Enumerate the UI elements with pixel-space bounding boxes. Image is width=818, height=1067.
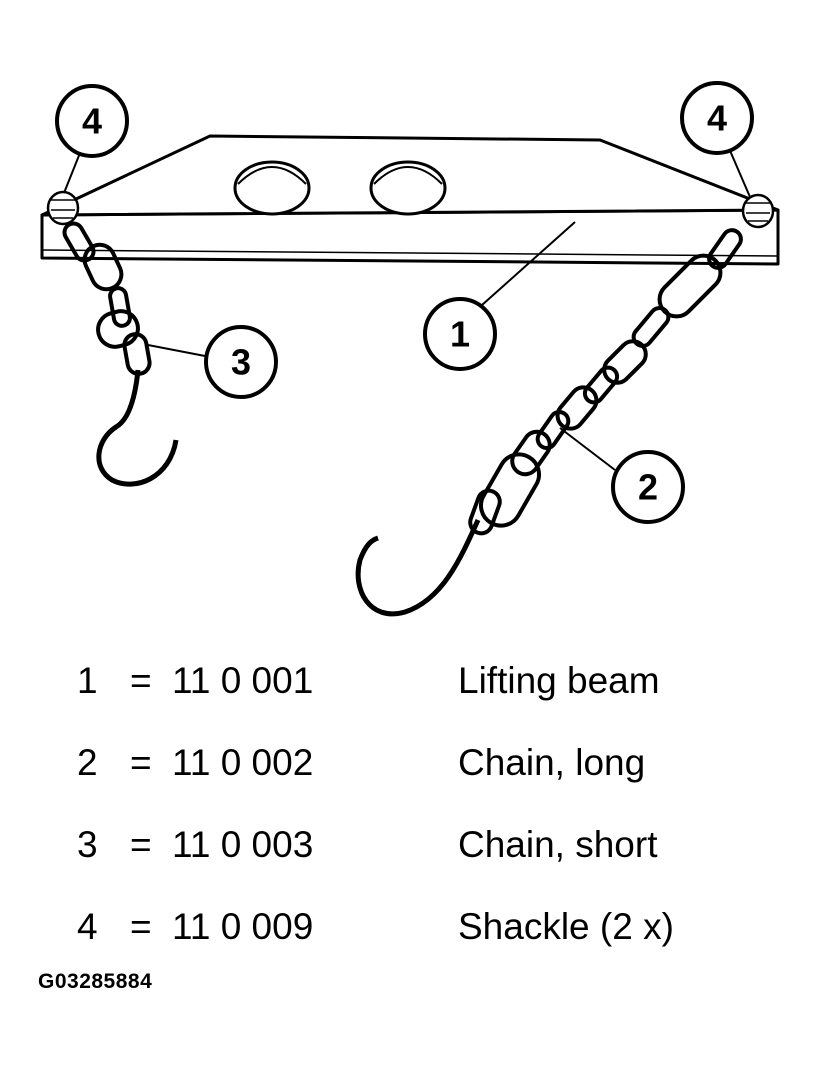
beam-hole-left xyxy=(233,160,311,216)
legend-description: Lifting beam xyxy=(458,660,660,701)
shackle-left xyxy=(46,190,80,226)
legend-equals: = xyxy=(130,824,152,865)
legend-description: Chain, short xyxy=(458,824,658,865)
beam-bottom-face xyxy=(40,208,780,266)
legend-part-number: 11 0 009 xyxy=(172,906,314,947)
legend-description: Shackle (2 x) xyxy=(458,906,674,947)
chain-short xyxy=(62,221,179,487)
legend-equals: = xyxy=(130,906,152,947)
legend-part-number: 11 0 003 xyxy=(172,824,314,865)
chain-long xyxy=(355,228,743,617)
beam-hole-right xyxy=(369,160,447,216)
legend-number: 4 xyxy=(77,906,98,947)
legend-number: 2 xyxy=(77,742,98,783)
leader-line-2 xyxy=(559,427,616,471)
legend-row: 4 = 11 0 009 Shackle (2 x) xyxy=(0,902,818,952)
shackle-right xyxy=(741,193,775,229)
callout-1: 1 xyxy=(423,297,497,371)
leader-lines xyxy=(63,145,751,471)
lifting-beam xyxy=(40,134,780,266)
legend-row: 3 = 11 0 003 Chain, short xyxy=(0,820,818,870)
legend-row: 2 = 11 0 002 Chain, long xyxy=(0,738,818,788)
legend-part-number: 11 0 001 xyxy=(172,660,314,701)
legend-row: 1 = 11 0 001 Lifting beam xyxy=(0,656,818,706)
leader-line-4-right xyxy=(727,145,751,198)
legend-equals: = xyxy=(130,742,152,783)
callout-label: 3 xyxy=(231,342,251,383)
callout-label: 4 xyxy=(82,101,102,142)
callout-2: 2 xyxy=(611,450,685,524)
callout-label: 2 xyxy=(638,467,658,508)
legend-equals: = xyxy=(130,660,152,701)
leader-line-3 xyxy=(147,344,206,357)
callout-4-left: 4 xyxy=(55,84,129,158)
leader-line-1 xyxy=(481,221,576,306)
legend-description: Chain, long xyxy=(458,742,646,783)
callout-4-right: 4 xyxy=(680,81,754,155)
legend-number: 3 xyxy=(77,824,98,865)
callout-3: 3 xyxy=(204,325,278,399)
callout-label: 4 xyxy=(707,98,727,139)
figure-id: G03285884 xyxy=(38,970,153,993)
legend-part-number: 11 0 002 xyxy=(172,742,314,783)
legend-number: 1 xyxy=(77,660,98,701)
lifting-beam-illustration: 4 4 1 3 2 xyxy=(40,81,780,617)
callout-label: 1 xyxy=(450,314,470,355)
